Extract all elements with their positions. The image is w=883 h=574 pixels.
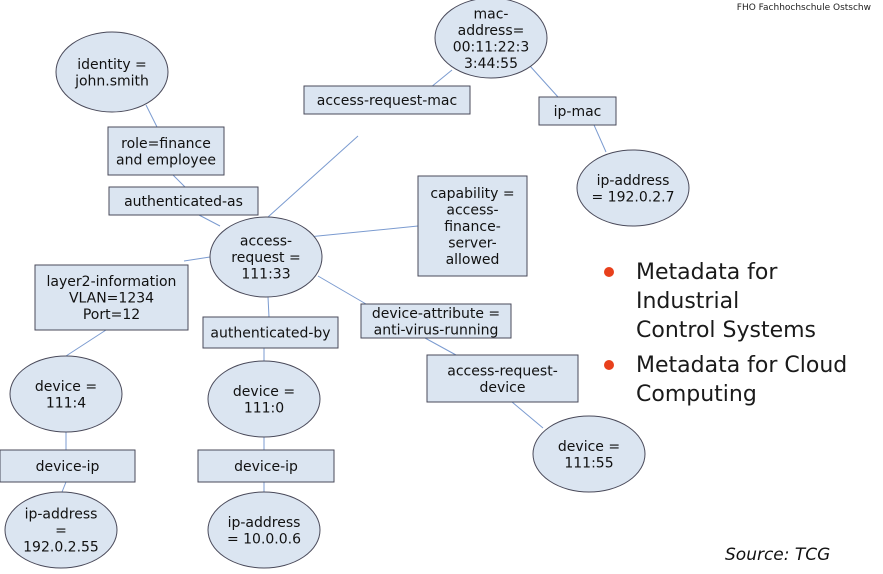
node-ellipse [9, 355, 123, 433]
node-label: access-request-device [447, 363, 558, 396]
edge-line [317, 275, 367, 305]
bullet-text-line: Control Systems [636, 318, 817, 343]
link-access-request-device: access-request-device [426, 354, 579, 403]
node-label: access-request-mac [317, 93, 457, 109]
node-ellipse [207, 491, 321, 569]
bullet-dot-icon [604, 360, 614, 370]
edge-line [529, 65, 559, 98]
link-box [538, 96, 617, 126]
link-box [108, 186, 259, 216]
node-identity: identity =john.smith [55, 31, 169, 113]
node-ellipse [4, 491, 118, 569]
node-label: device =111:55 [558, 439, 620, 472]
node-label: ip-address= 192.0.2.7 [592, 173, 675, 206]
node-device-4: device =111:4 [9, 355, 123, 433]
link-box [107, 126, 225, 176]
edge-line [145, 104, 158, 128]
link-box [360, 303, 512, 339]
node-ellipse [55, 31, 169, 113]
source-caption: Source: TCG [725, 545, 831, 565]
bullet-text-line: Computing [636, 382, 757, 407]
link-box [303, 85, 471, 115]
node-device-55: device =111:55 [532, 415, 646, 493]
link-box [0, 449, 136, 483]
link-device-ip-2: device-ip [197, 449, 335, 483]
edge-line [267, 135, 359, 218]
node-ip-address-2: ip-address=192.0.2.55 [4, 491, 118, 569]
node-label: ip-mac [554, 104, 602, 120]
bullet-item-industrial: Metadata for Industrial Control Systems [604, 258, 883, 345]
edge-line [424, 337, 457, 356]
edge-line [267, 296, 270, 318]
edge-line [593, 124, 607, 153]
node-ellipse [434, 0, 548, 79]
institution-header: FHO Fachhochschule Ostschw [736, 3, 871, 13]
edge-line [65, 329, 107, 357]
node-access-request: access-request =111:33 [209, 216, 323, 298]
link-device-attribute: device-attribute =anti-virus-running [360, 303, 512, 339]
node-label: device =111:0 [233, 384, 295, 417]
node-label: authenticated-by [210, 326, 330, 342]
node-label: ip-address= 10.0.0.6 [227, 515, 301, 548]
node-ellipse [576, 149, 690, 227]
bullet-list: Metadata for Industrial Control Systems … [604, 258, 883, 415]
node-label: capability =access-finance-server-allowe… [430, 186, 514, 268]
bullet-text-line: Metadata for Cloud [636, 353, 848, 378]
link-box [426, 354, 579, 403]
link-access-request-mac: access-request-mac [303, 85, 471, 115]
node-label: authenticated-as [124, 194, 243, 210]
node-label: device =111:4 [35, 379, 97, 412]
node-label: access-request =111:33 [231, 234, 300, 283]
node-label: identity =john.smith [74, 57, 149, 90]
bullet-dot-icon [604, 267, 614, 277]
node-label: device-ip [234, 459, 298, 475]
edge-line [307, 225, 419, 238]
node-ip-address-1: ip-address= 192.0.2.7 [576, 149, 690, 227]
node-ip-address-3: ip-address= 10.0.0.6 [207, 491, 321, 569]
edge-line [198, 214, 221, 227]
link-box [417, 175, 528, 277]
bullet-text-line: Metadata for Industrial [636, 260, 778, 314]
edge-line [172, 174, 186, 188]
link-authenticated-as: authenticated-as [108, 186, 259, 216]
link-authenticated-by: authenticated-by [202, 316, 339, 349]
node-ellipse [207, 360, 321, 438]
node-ellipse [209, 216, 323, 298]
link-capability: capability =access-finance-server-allowe… [417, 175, 528, 277]
node-label: device-attribute =anti-virus-running [372, 306, 500, 339]
link-device-ip-1: device-ip [0, 449, 136, 483]
link-box [197, 449, 335, 483]
bullet-item-cloud: Metadata for Cloud Computing [604, 351, 883, 409]
node-label: device-ip [36, 459, 100, 475]
link-box [34, 264, 189, 331]
edge-line [61, 481, 67, 493]
node-ellipse [532, 415, 646, 493]
node-label: ip-address=192.0.2.55 [23, 507, 99, 556]
edge-line [183, 256, 211, 262]
node-device-0: device =111:0 [207, 360, 321, 438]
link-ip-mac: ip-mac [538, 96, 617, 126]
edge-line [511, 401, 544, 429]
link-box [202, 316, 339, 349]
